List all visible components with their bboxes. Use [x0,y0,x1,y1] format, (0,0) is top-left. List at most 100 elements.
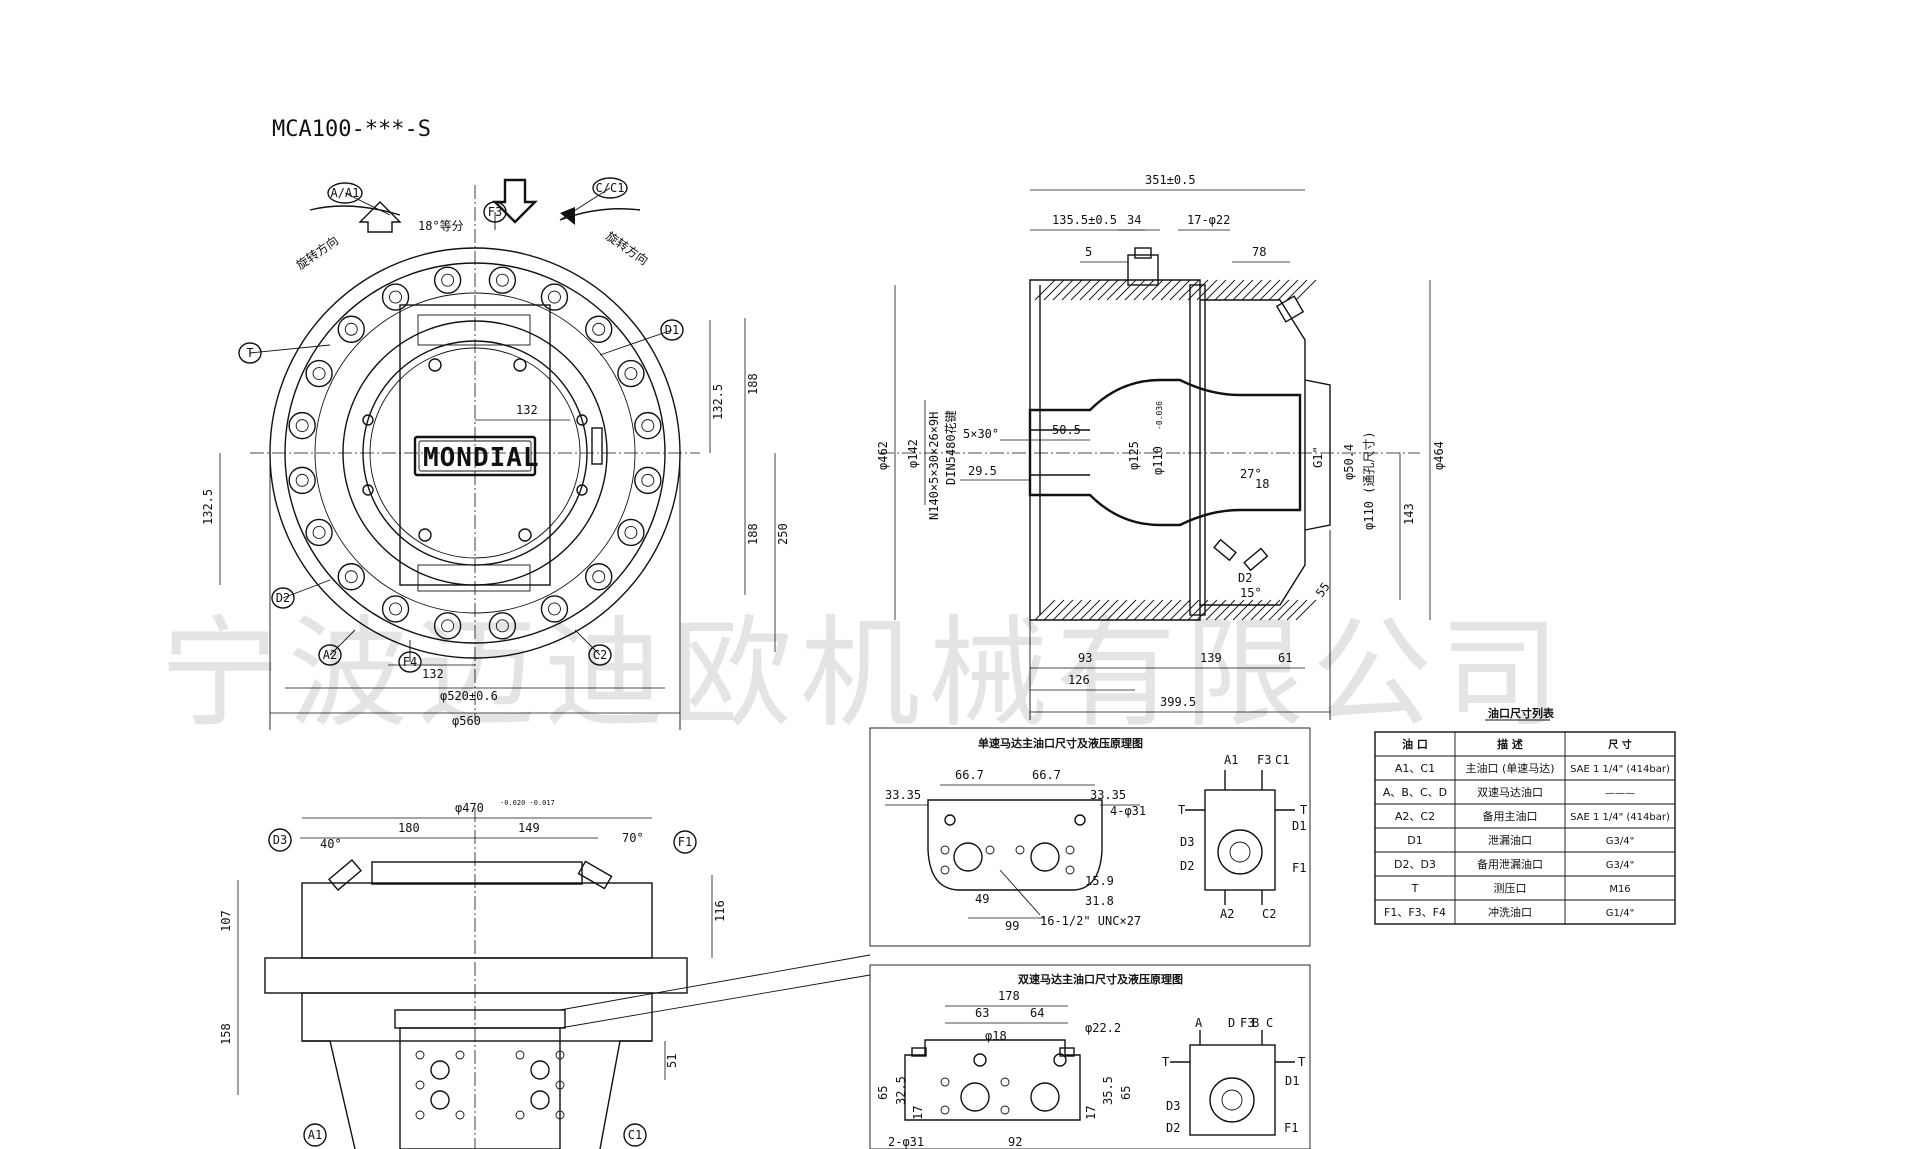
hatch-line [1070,279,1092,301]
port-label: D1 [665,323,679,337]
dim-34: 34 [1127,213,1141,227]
dim-132-5-right: 132.5 [711,384,725,420]
bolt-hole [555,1110,565,1120]
hatch-line [1133,599,1155,621]
hatch-line [1052,599,1074,621]
table-cell: T [1411,882,1419,895]
bolt-hole [617,518,645,547]
bolt-hole [555,1050,565,1060]
hatch-line [1070,599,1092,621]
hatch-line [1034,279,1056,301]
port-bubble [592,177,628,199]
hatch-line [1169,279,1191,301]
bolt-hole-inner [344,570,358,584]
side-view: 351±0.5 135.5±0.5 34 17-φ22 5 78 φ462 φ1… [876,173,1446,720]
bolt-hole [585,563,613,591]
hatch-line [1124,599,1146,621]
bolt-hole [381,595,410,623]
bolt-hole [540,595,569,623]
hatch-line [1124,279,1146,301]
bolt-hole-inner [295,419,309,433]
bolt-hole [515,1110,525,1120]
g1-label: G1" [1311,446,1325,468]
schematic-label: D3 [1180,835,1194,849]
bolt-hole-inner [441,619,455,633]
dim-178: 178 [998,989,1020,1003]
bolt-hole [455,1110,465,1120]
dim-33-35-r: 33.35 [1090,788,1126,802]
dim-phi-22-2: φ22.2 [1085,1021,1121,1035]
dim-15-9: 15.9 [1085,874,1114,888]
chamfer-label: 5×30° [963,427,999,441]
port-label: D3 [273,833,287,847]
bolt-hole [634,466,662,495]
hatch-line [1277,279,1299,301]
table-cell: 双速马达油口 [1477,785,1543,799]
dim-2-31: 2-φ31 [888,1135,924,1149]
dim-560: φ560 [452,714,481,728]
dim-132-bottom: 132 [422,667,444,681]
hatch-line [1106,279,1128,301]
dim-4-31: 4-φ31 [1110,804,1146,818]
hatch-line [1115,599,1137,621]
divide-label: 18°等分 [418,219,464,233]
bottom-view-holes [415,1050,565,1120]
dim-17-r: 17 [1084,1106,1098,1120]
port-bubble [483,201,507,223]
dim-110: φ110 [1151,446,1165,475]
dim-520: φ520±0.6 [440,689,498,703]
table-cell: M16 [1609,884,1630,895]
hatch-line [1160,279,1182,301]
dim-d2: D2 [1238,571,1252,585]
dim-65-r: 65 [1119,1086,1133,1100]
table-header-cell: 油 口 [1402,737,1428,751]
bolt-hole-inner [641,473,655,487]
hatch-line [1061,599,1083,621]
hatch-line [1232,599,1254,621]
bolt-hole-inner [312,525,326,539]
hatch-line [1187,279,1209,301]
port-bubble [623,1123,647,1147]
table-cell: G1/4" [1606,908,1634,919]
dim-464: φ464 [1432,441,1446,470]
bolt-hole-inner [295,473,309,487]
dim-49: 49 [975,892,989,906]
bolt-hole-inner [495,619,509,633]
port-bubble [318,644,342,666]
schematic-label: D3 [1166,1099,1180,1113]
port-hole [430,1090,450,1110]
bolt-hole [288,466,316,495]
hatch-line [1196,599,1218,621]
hatch-line [1241,599,1263,621]
rotation-label-left: 旋转方向 [293,233,341,273]
thread-spec: 16-1/2" UNC×27 [1040,914,1141,928]
dim-32-5: 32.5 [894,1076,908,1105]
drawing-title: MCA100-***-S [272,117,431,142]
dim-139: 139 [1200,651,1222,665]
bolt-hole-inner [344,322,358,336]
dim-399-5: 399.5 [1160,695,1196,709]
hatch-line [1223,279,1245,301]
dim-125: φ125 [1127,441,1141,470]
port-bubble [588,644,612,666]
bolt-hole [305,518,333,547]
schematic-label: C2 [1262,907,1276,921]
dim-63: 63 [975,1006,989,1020]
table-cell: 备用泄漏油口 [1477,857,1543,871]
dim-17-l: 17 [911,1106,925,1120]
bolt-hole [337,563,365,591]
dim-158: 158 [219,1023,233,1045]
schematic-label: D [1228,1016,1235,1030]
schematic-label: F3 [1257,753,1271,767]
hatch-line [1151,599,1173,621]
dim-470-tol: -0.020 -0.017 [500,799,555,807]
table-cell: 主油口 (单速马达) [1465,761,1554,775]
hatch-line [1034,599,1056,621]
bolt-hole [585,315,613,343]
